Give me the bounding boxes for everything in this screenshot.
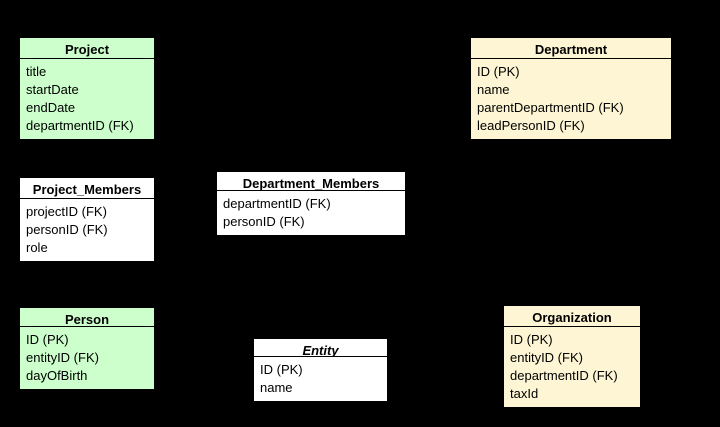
entity-box-department_members[interactable]: Department_Members departmentID (FK) perso…: [216, 171, 406, 236]
attribute-row: ID (PK): [510, 332, 553, 347]
entity-title-person: Person: [20, 308, 154, 327]
entity-attributes-department: ID (PK) name parentDepartmentID (FK) leadPe…: [471, 59, 671, 139]
attribute-row: name: [260, 380, 293, 395]
entity-title-department: Department: [471, 38, 671, 59]
entity-attributes-organization: ID (PK) entityID (FK) departmentID (FK) tax…: [504, 327, 640, 407]
attribute-row: personID (FK): [26, 222, 108, 237]
attribute-row: ID (PK): [26, 332, 69, 347]
attribute-row: name: [477, 82, 510, 97]
entity-attributes-entity: ID (PK) name: [254, 357, 387, 401]
entity-box-organization[interactable]: Organization ID (PK) entityID (FK) departme…: [503, 305, 641, 408]
attribute-row: title: [26, 64, 47, 79]
entity-attributes-department_members: departmentID (FK) personID (FK): [217, 191, 405, 235]
attribute-row: role: [26, 240, 48, 255]
attribute-row: departmentID (FK): [26, 118, 134, 133]
entity-title-project_members: Project_Members: [20, 178, 154, 199]
attribute-row: entityID (FK): [510, 350, 583, 365]
entity-title-organization: Organization: [504, 306, 640, 327]
attribute-row: ID (PK): [477, 64, 520, 79]
entity-attributes-person: ID (PK) entityID (FK) dayOfBirth: [20, 327, 154, 389]
entity-attributes-project: title startDate endDate departmentID (FK): [20, 59, 154, 139]
entity-box-project_members[interactable]: Project_Members projectID (FK) personID (F…: [19, 177, 155, 262]
attribute-row: projectID (FK): [26, 204, 107, 219]
entity-box-entity[interactable]: Entity ID (PK) name: [253, 338, 388, 402]
attribute-row: departmentID (FK): [223, 196, 331, 211]
attribute-row: ID (PK): [260, 362, 303, 377]
attribute-row: entityID (FK): [26, 350, 99, 365]
entity-title-department_members: Department_Members: [217, 172, 405, 191]
entity-title-entity: Entity: [254, 339, 387, 357]
entity-title-project: Project: [20, 38, 154, 59]
attribute-row: taxId: [510, 386, 539, 401]
attribute-row: departmentID (FK): [510, 368, 618, 383]
attribute-row: startDate: [26, 82, 79, 97]
attribute-row: dayOfBirth: [26, 368, 88, 383]
attribute-row: parentDepartmentID (FK): [477, 100, 624, 115]
attribute-row: endDate: [26, 100, 76, 115]
attribute-row: leadPersonID (FK): [477, 118, 585, 133]
entity-box-project[interactable]: Project title startDate endDate departmentID…: [19, 37, 155, 140]
entity-box-person[interactable]: Person ID (PK) entityID (FK) dayOfBirth: [19, 307, 155, 390]
entity-attributes-project_members: projectID (FK) personID (FK) role: [20, 199, 154, 261]
attribute-row: personID (FK): [223, 214, 305, 229]
entity-box-department[interactable]: Department ID (PK) name parentDepartmentID …: [470, 37, 672, 140]
